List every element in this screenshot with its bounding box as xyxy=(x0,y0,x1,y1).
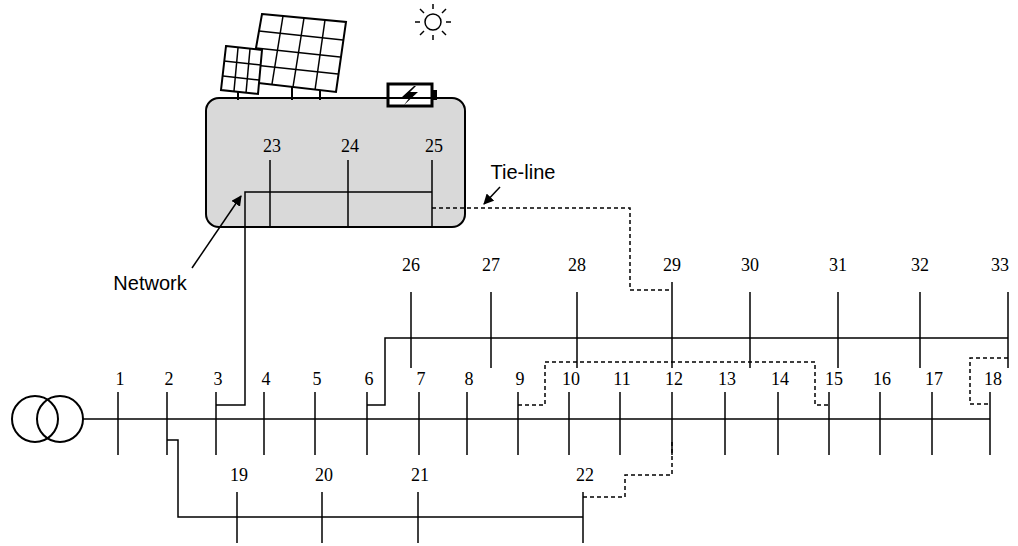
bus-number: 22 xyxy=(576,466,594,486)
bus-number: 6 xyxy=(365,370,374,390)
bus-number: 2 xyxy=(165,370,174,390)
bus-number: 16 xyxy=(873,370,891,390)
bus-number: 20 xyxy=(315,466,333,486)
bus-number: 10 xyxy=(562,370,580,390)
bus-number: 28 xyxy=(568,256,586,276)
bus-number: 33 xyxy=(991,256,1009,276)
bus-number: 19 xyxy=(230,466,248,486)
bus-number: 12 xyxy=(665,370,683,390)
bus-number: 26 xyxy=(402,256,420,276)
bus-number: 32 xyxy=(911,256,929,276)
tie-lines xyxy=(432,208,1008,497)
solar-panels xyxy=(221,14,346,100)
network-region xyxy=(205,97,466,228)
battery-icon xyxy=(388,84,437,106)
bus-number: 11 xyxy=(613,370,630,390)
bus-number: 8 xyxy=(465,370,474,390)
bus-number: 30 xyxy=(741,256,759,276)
network-box: 23 24 25 xyxy=(205,97,466,228)
bus-number: 1 xyxy=(116,370,125,390)
bus-bars xyxy=(118,160,1008,543)
bus-number: 13 xyxy=(718,370,736,390)
bus-number: 9 xyxy=(516,370,525,390)
bus-number: 4 xyxy=(262,370,271,390)
sun-icon xyxy=(415,4,451,40)
bus-number: 24 xyxy=(341,137,359,157)
bus-number: 27 xyxy=(482,256,500,276)
bus-number: 5 xyxy=(313,370,322,390)
bus-number: 25 xyxy=(425,137,443,157)
bus-number: 7 xyxy=(417,370,426,390)
transformer-symbol xyxy=(12,396,83,442)
bus-number: 17 xyxy=(925,370,943,390)
bus-number: 31 xyxy=(829,256,847,276)
bus-number: 21 xyxy=(411,466,429,486)
feeder-lines xyxy=(83,192,1008,517)
callout-label: Network xyxy=(113,272,186,294)
callout-label: Tie-line xyxy=(491,161,556,183)
bus-number: 14 xyxy=(771,370,789,390)
bus-number: 18 xyxy=(984,370,1002,390)
bus-number: 3 xyxy=(214,370,223,390)
bus-number: 23 xyxy=(263,137,281,157)
bus-number: 15 xyxy=(825,370,843,390)
bus-number: 29 xyxy=(663,256,681,276)
